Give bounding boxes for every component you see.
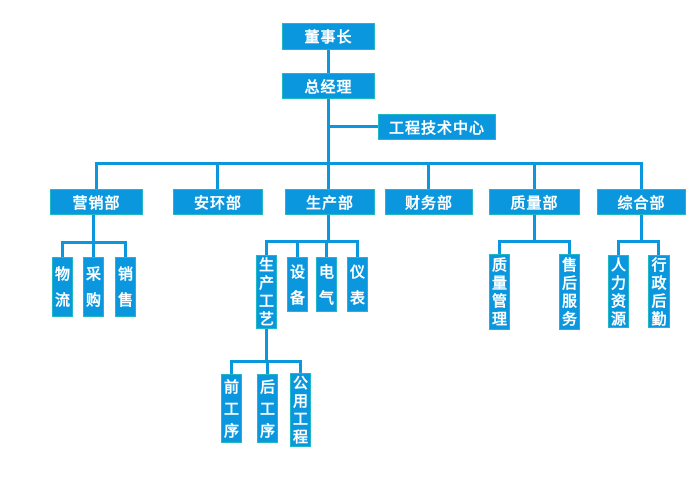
node-instrumentation: 仪表 <box>347 257 368 312</box>
node-electrical: 电气 <box>316 257 337 312</box>
node-post-process: 后工序 <box>257 374 278 443</box>
node-sales: 销售 <box>115 257 136 317</box>
node-finance-dept: 财务部 <box>385 189 473 215</box>
connector-branch-engineering-center <box>328 125 378 128</box>
connector-main-horizontal <box>95 162 643 165</box>
connector-stub-production <box>327 162 330 189</box>
connector-stub-utility <box>299 360 302 374</box>
connector-stub-pre-process <box>230 360 233 374</box>
node-general-manager-label: 总经理 <box>304 77 353 96</box>
node-general-affairs-dept-label: 综合部 <box>617 193 666 212</box>
node-quality-management-label: 质量管理 <box>491 256 507 328</box>
node-after-sales-service-label: 售后服务 <box>561 256 577 328</box>
connector-stub-safety <box>216 162 219 189</box>
node-quality-dept: 质量部 <box>489 189 580 215</box>
node-production-process: 生产工艺 <box>256 255 277 329</box>
connector-stub-logistics <box>61 241 64 257</box>
node-quality-dept-label: 质量部 <box>510 193 559 212</box>
node-general-affairs-dept: 综合部 <box>597 189 686 215</box>
connector-general-children-horizontal <box>617 240 660 243</box>
node-equipment: 设备 <box>287 257 308 312</box>
node-chairman-label: 董事长 <box>304 28 353 46</box>
node-admin-logistics: 行政后勤 <box>648 255 670 328</box>
node-finance-dept-label: 财务部 <box>404 193 453 212</box>
connector-stub-after-sales <box>568 240 571 254</box>
node-production-dept-label: 生产部 <box>305 193 354 212</box>
node-chairman: 董事长 <box>282 23 375 50</box>
node-engineering-tech-center-label: 工程技术中心 <box>388 118 485 137</box>
node-admin-logistics-label: 行政后勤 <box>651 255 667 328</box>
connector-stub-post-process <box>266 360 269 374</box>
node-general-manager: 总经理 <box>282 73 375 99</box>
connector-stub-equipment <box>296 240 299 257</box>
node-utility-engineering: 公用工程 <box>290 373 311 447</box>
node-production-dept: 生产部 <box>285 189 375 215</box>
node-electrical-label: 电气 <box>318 262 334 307</box>
node-after-sales-service: 售后服务 <box>559 254 580 330</box>
connector-quality-children-horizontal <box>498 240 571 243</box>
connector-stub-general <box>640 162 643 189</box>
connector-stub-electrical <box>325 240 328 257</box>
node-quality-management: 质量管理 <box>489 254 510 330</box>
connector-stub-finance <box>427 162 430 189</box>
connector-stub-hr <box>617 240 620 255</box>
connector-gm-trunk <box>327 99 330 163</box>
node-pre-process-label: 前工序 <box>223 377 239 440</box>
node-sales-label: 销售 <box>117 265 133 309</box>
connector-feed-quality-children <box>533 215 536 243</box>
connector-stub-sales <box>124 241 127 257</box>
node-equipment-label: 设备 <box>289 262 305 307</box>
connector-stub-production-process <box>265 240 268 255</box>
node-marketing-dept: 营销部 <box>50 189 143 215</box>
node-post-process-label: 后工序 <box>259 377 275 440</box>
connector-stub-marketing <box>95 162 98 189</box>
connector-chairman-gm <box>327 50 330 73</box>
connector-feed-general-children <box>640 215 643 243</box>
connector-stub-procurement <box>92 241 95 257</box>
connector-production-children-horizontal <box>265 240 359 243</box>
connector-feed-production-children <box>327 215 330 243</box>
node-engineering-tech-center: 工程技术中心 <box>378 114 496 140</box>
node-utility-engineering-label: 公用工程 <box>292 374 308 446</box>
node-marketing-dept-label: 营销部 <box>72 193 121 212</box>
node-pre-process: 前工序 <box>221 374 242 443</box>
connector-stub-quality-management <box>498 240 501 254</box>
node-logistics: 物流 <box>52 257 73 317</box>
connector-stub-admin <box>657 240 660 255</box>
node-production-process-label: 生产工艺 <box>258 256 274 328</box>
node-safety-env-dept-label: 安环部 <box>193 193 242 212</box>
connector-stub-quality <box>533 162 536 189</box>
node-procurement-label: 采购 <box>85 265 101 309</box>
node-human-resources: 人力资源 <box>608 255 629 328</box>
node-logistics-label: 物流 <box>54 265 70 309</box>
connector-feed-marketing-children <box>92 215 95 244</box>
connector-feed-process-children <box>265 328 268 362</box>
node-human-resources-label: 人力资源 <box>610 255 626 328</box>
node-safety-env-dept: 安环部 <box>173 189 263 215</box>
node-procurement: 采购 <box>83 257 104 317</box>
node-instrumentation-label: 仪表 <box>349 262 365 307</box>
connector-stub-instrumentation <box>356 240 359 257</box>
